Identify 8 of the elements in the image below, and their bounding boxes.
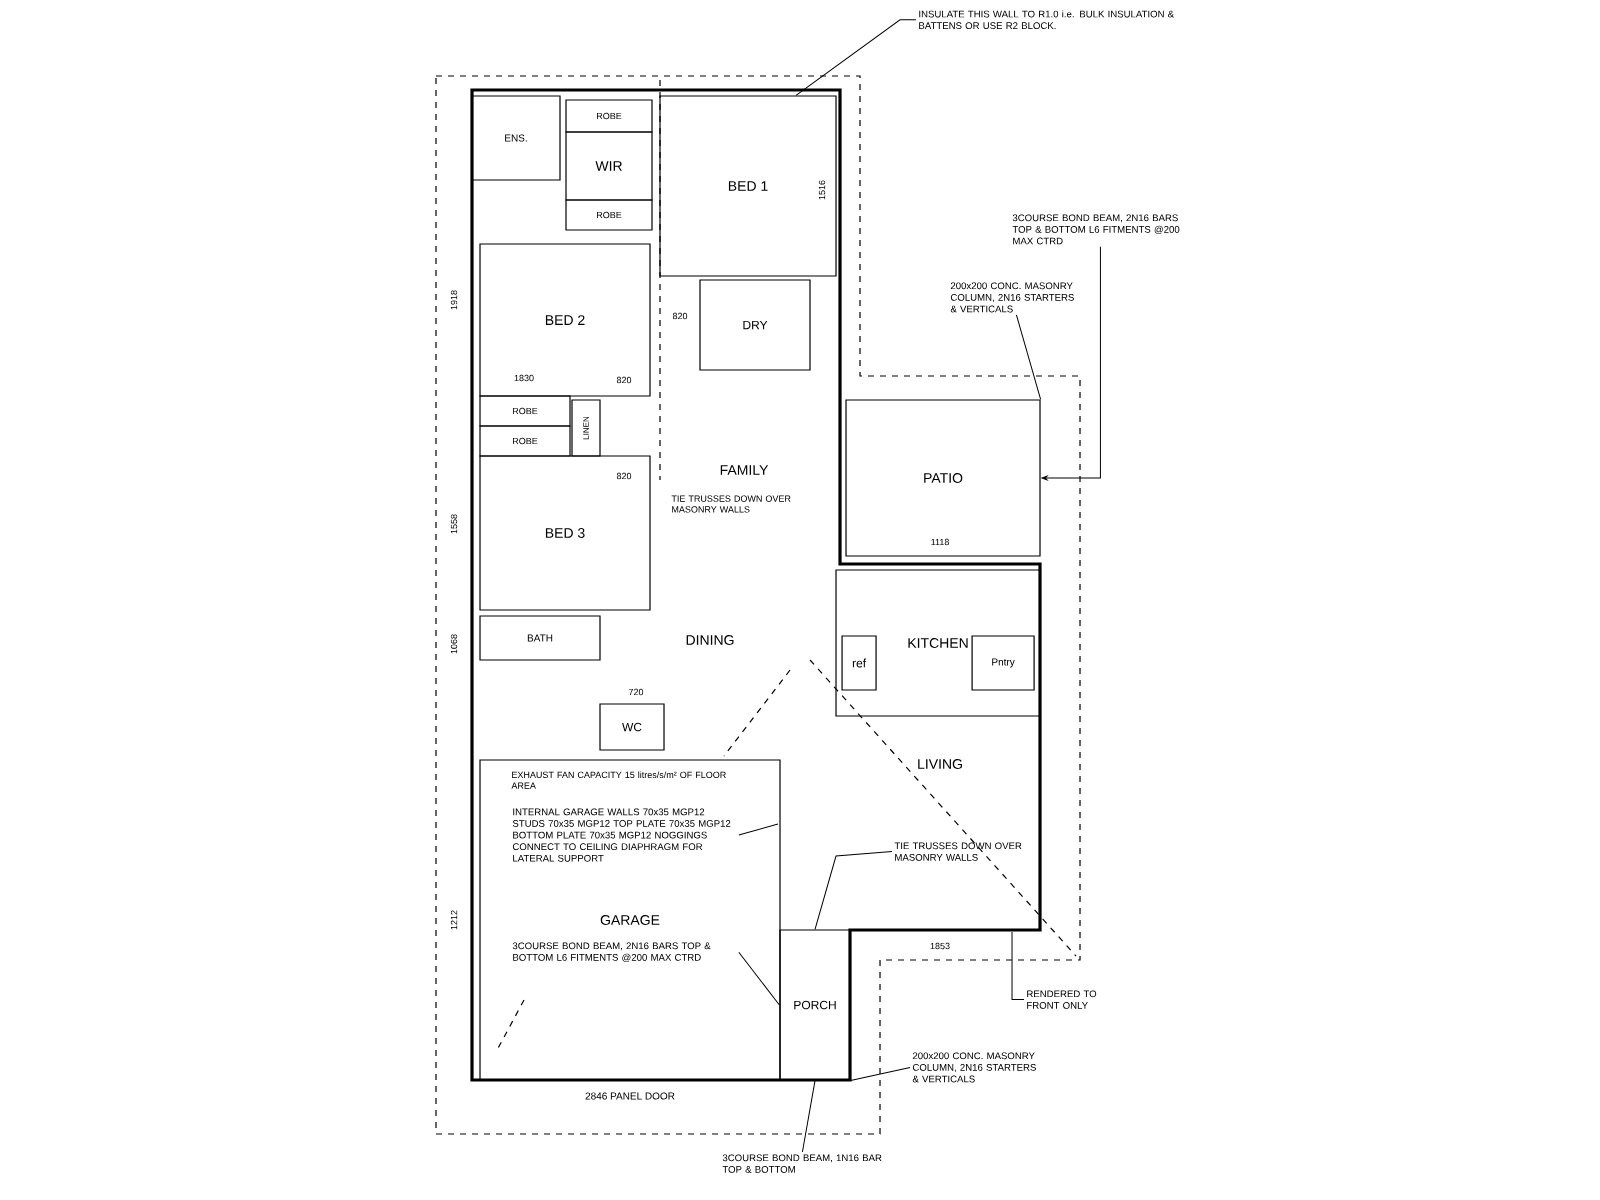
leader-line [1041,246,1101,481]
leader-line [738,951,780,1006]
leader-line [850,1066,911,1082]
leader-line [814,851,893,930]
leader-line [801,1080,816,1153]
leader-line [738,823,779,836]
leader-line [1015,314,1042,400]
leader-line [1011,931,1025,1001]
